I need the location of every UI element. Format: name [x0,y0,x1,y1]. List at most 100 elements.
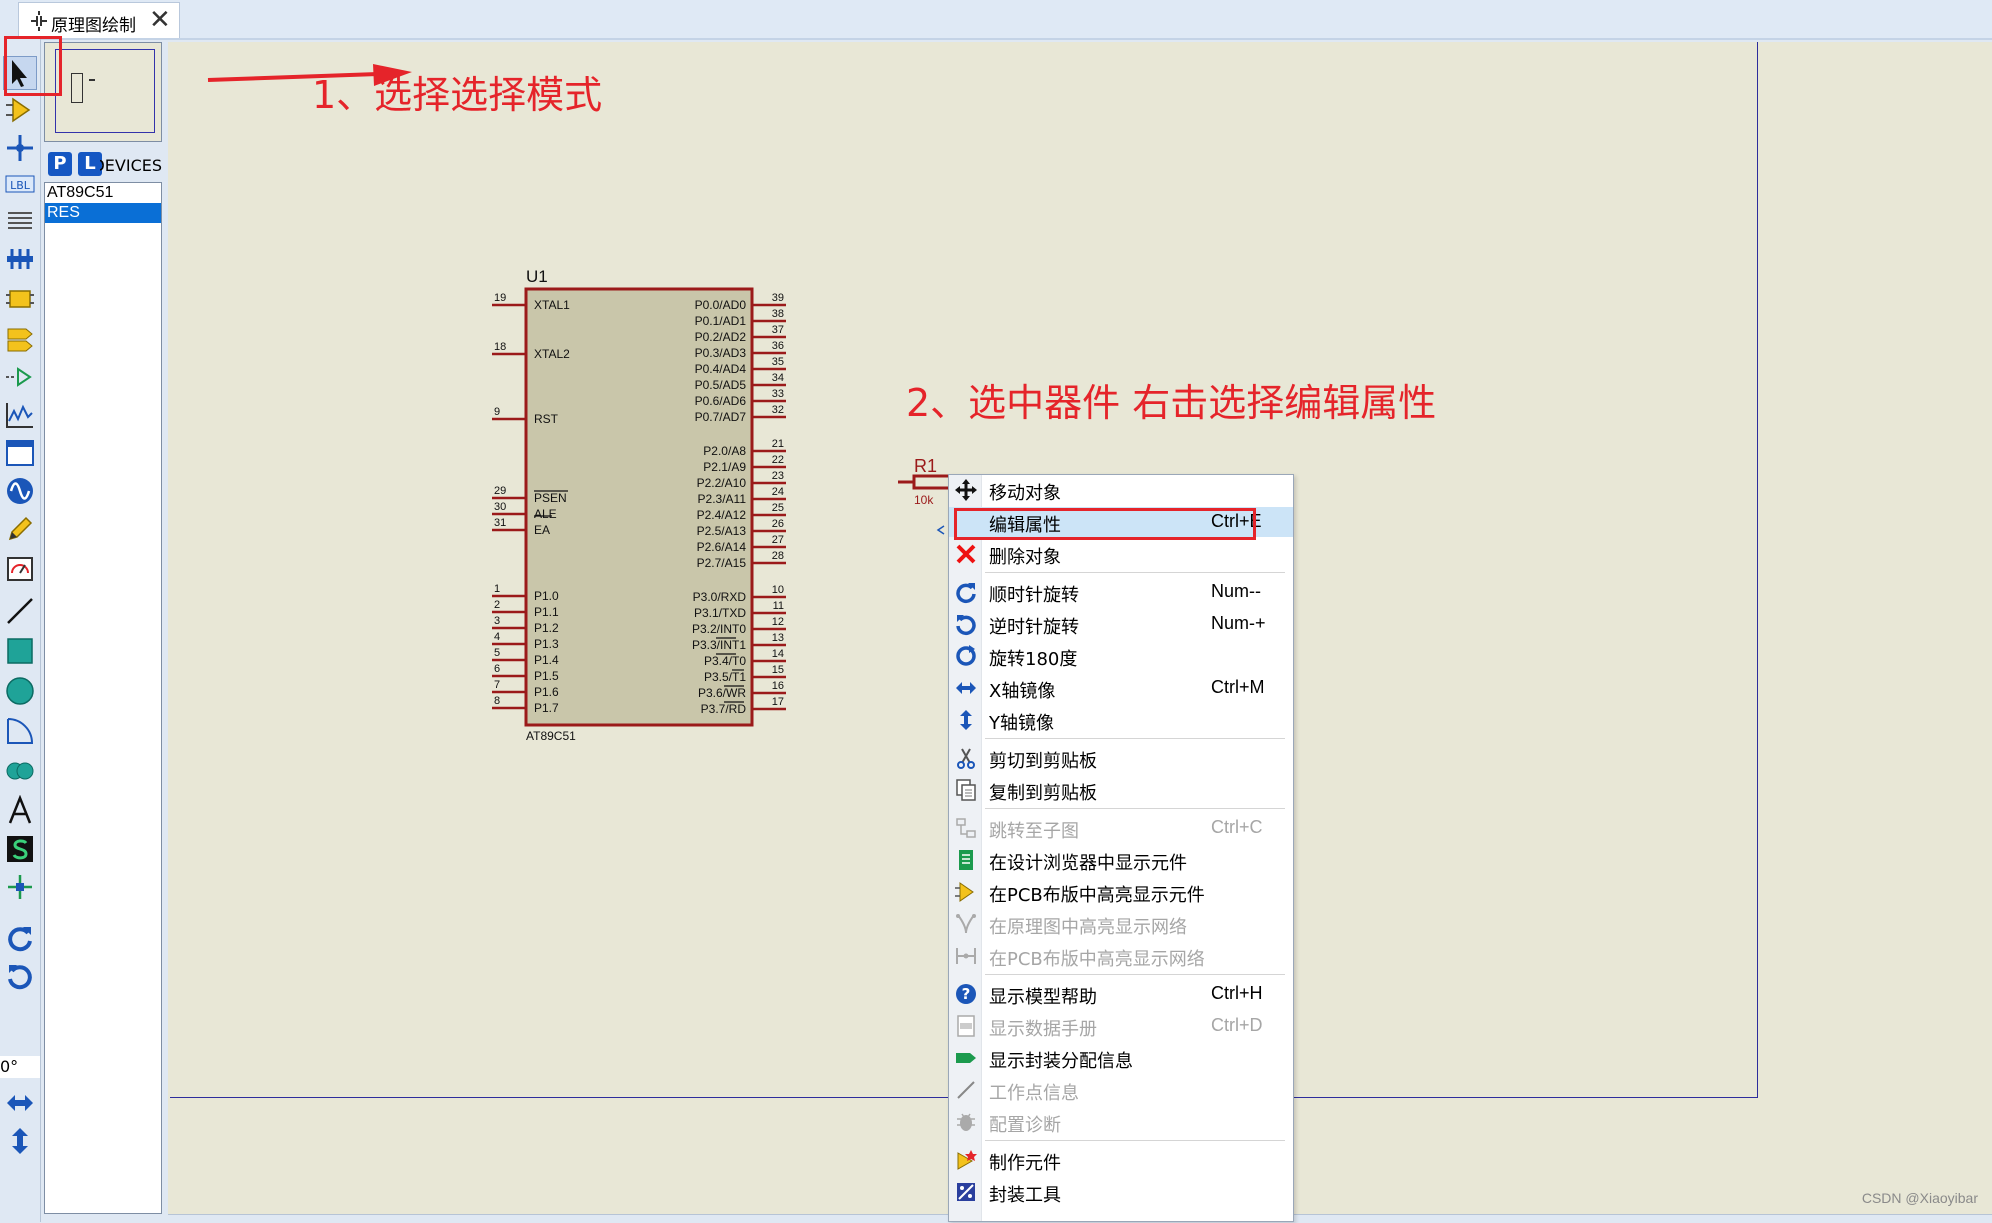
menu-item-pcb-net[interactable]: 在PCB布版中高亮显示网络 [949,941,1293,971]
text-script-mode-button[interactable] [3,204,37,238]
wire-label-mode-button[interactable]: LBL [3,167,37,201]
device-pin-mode-button[interactable] [3,360,37,394]
menu-item-rotate-180[interactable]: 旋转180度 [949,641,1293,671]
menu-item-net-highlight[interactable]: 在原理图中高亮显示网络 [949,909,1293,939]
menu-item-mirror-y[interactable]: Y轴镜像 [949,705,1293,735]
box-mode-button[interactable] [3,634,37,668]
bus-mode-button[interactable] [3,242,37,276]
arc-mode-button[interactable] [3,714,37,748]
device-item-res[interactable]: RES [45,203,161,223]
graph-mode-button[interactable] [3,398,37,432]
line-mode-button[interactable] [3,594,37,628]
menu-item-design-explorer[interactable]: 在设计浏览器中显示元件 [949,845,1293,875]
text-mode-button[interactable] [3,794,37,828]
chip-body[interactable] [524,287,754,727]
terminal-mode-button[interactable] [3,322,37,356]
resistor-body[interactable] [912,474,952,490]
symbol-mode-button[interactable] [3,832,37,866]
path-mode-button[interactable] [3,754,37,788]
close-icon[interactable]: ✕ [149,5,171,35]
generator-mode-button[interactable] [3,474,37,508]
component-mode-button[interactable] [3,93,37,127]
menu-item-delete[interactable]: 删除对象 [949,539,1293,569]
menu-item-pcb-highlight[interactable]: 在PCB布版中高亮显示元件 [949,877,1293,907]
pick-device-button[interactable]: P [48,152,72,176]
marker-mode-button[interactable] [3,870,37,904]
menu-item-op-point[interactable]: 工作点信息 [949,1075,1293,1105]
probe-mode-button[interactable] [3,512,37,546]
resistor-r1[interactable]: R1 10k [898,456,952,535]
junction-mode-button[interactable] [3,131,37,165]
rotate-cw-button[interactable] [3,922,37,956]
library-manager-button[interactable]: L [78,152,102,176]
menu-item-packaging-tool[interactable]: 封装工具 [949,1177,1293,1207]
menu-item-copy[interactable]: 复制到剪贴板 [949,775,1293,805]
overview-window[interactable] [44,42,162,142]
mirror-y-button[interactable] [3,1124,37,1158]
mirror-y-icon [953,707,979,733]
tab-schematic[interactable]: 原理图绘制 ✕ [18,2,180,38]
rotation-angle-field[interactable]: 0° [0,1056,40,1078]
device-item-at89c51[interactable]: AT89C51 [47,184,114,201]
menu-item-make-device[interactable]: 制作元件 [949,1145,1293,1175]
instrument-mode-button[interactable] [3,552,37,586]
menu-item-move[interactable]: 移动对象 [949,475,1293,505]
rotate-ccw-button[interactable] [3,960,37,994]
menu-item-diagnostics[interactable]: 配置诊断 [949,1107,1293,1137]
menu-item-package[interactable]: 显示封装分配信息 [949,1043,1293,1073]
menu-item-cut[interactable]: 剪切到剪贴板 [949,743,1293,773]
subcircuit-mode-button[interactable] [3,282,37,316]
rotate-cw-icon [953,579,979,605]
circle-mode-button[interactable] [3,674,37,708]
mirror-x-button[interactable] [3,1086,37,1120]
selection-mode-button[interactable] [3,56,37,90]
tape-recorder-mode-button[interactable] [3,436,37,470]
